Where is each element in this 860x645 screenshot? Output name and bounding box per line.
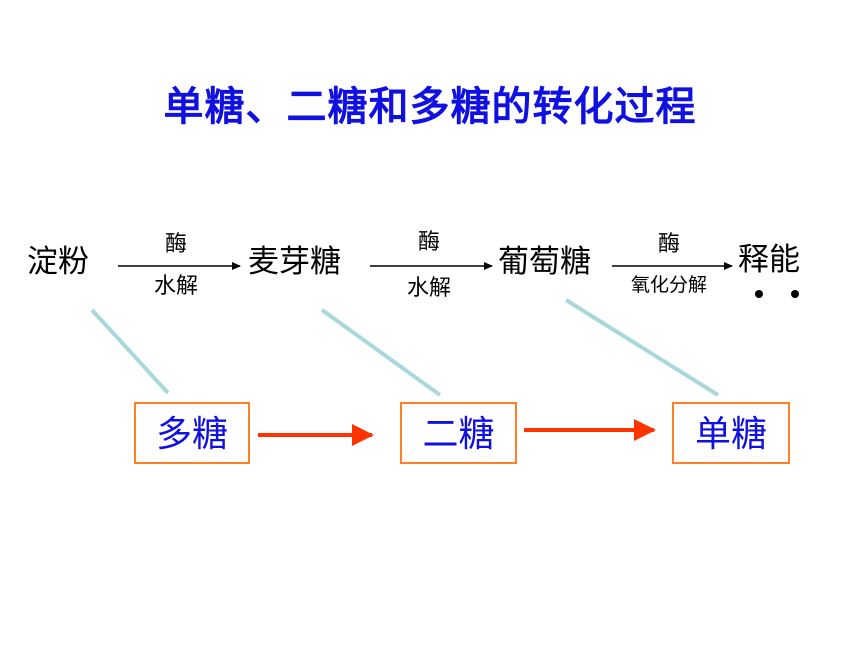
energy-release-label: 释能 [738, 242, 800, 278]
step1-enzyme-label: 酶 [164, 232, 187, 257]
glucose-label: 葡萄糖 [498, 244, 591, 280]
page-title: 单糖、二糖和多糖的转化过程 [163, 83, 697, 130]
step2-process-label: 水解 [406, 276, 451, 301]
monosaccharide-box: 单糖 [672, 402, 790, 464]
polysaccharide-box: 多糖 [134, 402, 250, 464]
maltose-label: 麦芽糖 [248, 244, 341, 280]
step3-enzyme-label: 酶 [657, 232, 680, 257]
connector-starch-poly [90, 308, 170, 395]
connector-glucose-mono [564, 298, 720, 397]
emphasis-dot [755, 290, 763, 298]
step2-enzyme-label: 酶 [417, 230, 440, 255]
step1-process-label: 水解 [153, 274, 198, 299]
starch-label: 淀粉 [27, 244, 89, 280]
disaccharide-box: 二糖 [400, 402, 517, 464]
connector-maltose-di [320, 308, 442, 397]
step3-process-label: 氧化分解 [630, 274, 707, 296]
emphasis-dot [791, 290, 799, 298]
